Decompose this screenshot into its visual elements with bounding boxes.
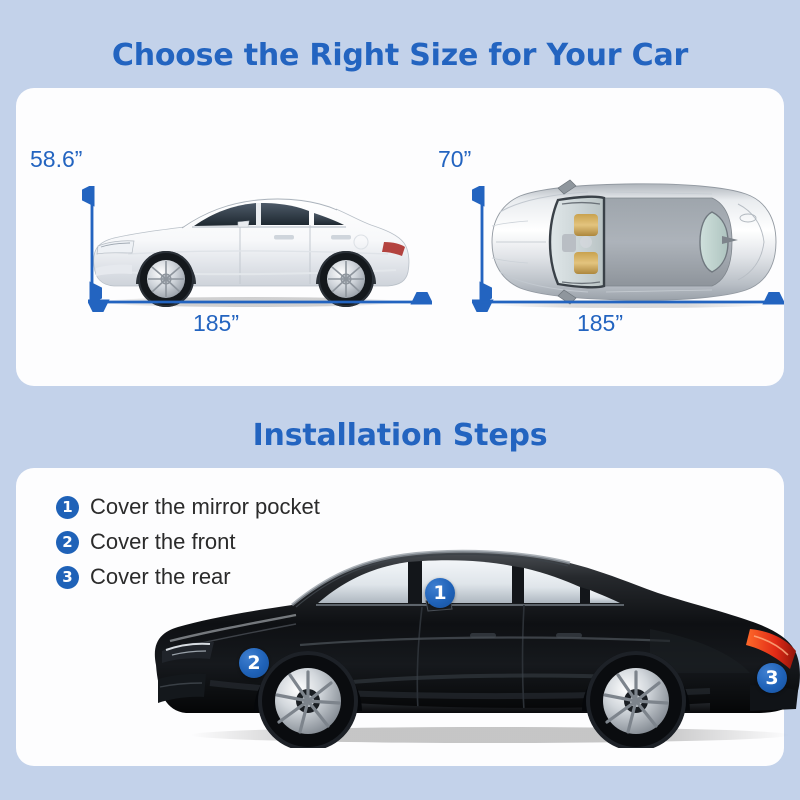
height-dimension-arrow: [82, 186, 102, 302]
step-label-1: Cover the mirror pocket: [90, 494, 320, 519]
side-view-length-arrow: [88, 292, 432, 312]
callout-badge-rear: 3: [757, 663, 787, 693]
step-label-2: Cover the front: [90, 529, 236, 554]
top-view-width-label: 70”: [438, 146, 472, 172]
side-view-height-label: 58.6”: [30, 146, 83, 172]
list-item: 2 Cover the front: [56, 529, 320, 555]
callout-badge-mirror: 1: [425, 578, 455, 608]
white-sedan-side-view-image: [93, 196, 410, 307]
page-title-installation-steps: Installation Steps: [252, 418, 548, 453]
side-view-diagram: 58.6” 185”: [16, 88, 432, 386]
list-item: 3 Cover the rear: [56, 564, 320, 590]
callout-badge-front: 2: [239, 648, 269, 678]
silver-sedan-top-view-image: [491, 179, 777, 308]
width-dimension-arrow: [472, 186, 492, 302]
step-label-3: Cover the rear: [90, 564, 231, 589]
step-number-badge-3: 3: [56, 565, 79, 589]
page-title-choose-size: Choose the Right Size for Your Car: [111, 38, 689, 73]
installation-steps-list: 1 Cover the mirror pocket 2 Cover the fr…: [56, 494, 320, 599]
top-view-length-label: 185”: [576, 310, 624, 336]
top-view-diagram: 70” 185”: [416, 88, 784, 386]
black-sedan-side-view-image: [150, 533, 800, 751]
size-card: 58.6” 185”: [16, 88, 784, 386]
list-item: 1 Cover the mirror pocket: [56, 494, 320, 520]
side-view-length-label: 185”: [192, 310, 240, 336]
top-view-length-arrow: [472, 292, 784, 312]
step-number-badge-1: 1: [56, 495, 79, 519]
step-number-badge-2: 2: [56, 530, 79, 554]
